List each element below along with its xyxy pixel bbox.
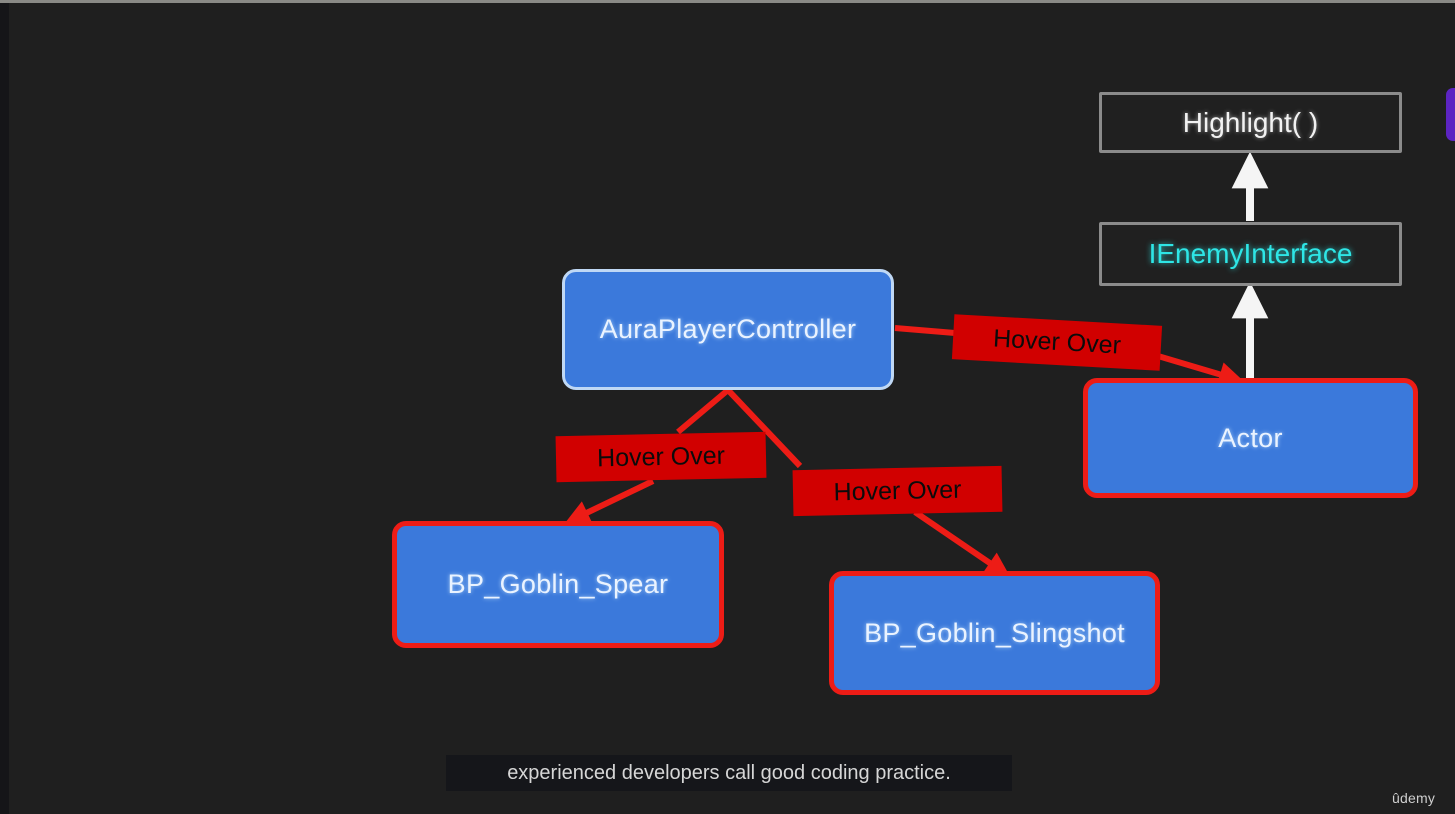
video-progress-bar[interactable] (0, 0, 1455, 3)
right-purple-tab[interactable] (1446, 88, 1455, 141)
edge-label-hover-over-slingshot: Hover Over (792, 465, 1003, 517)
edge-label-hover-over-spear: Hover Over (555, 431, 767, 483)
edge-label-hover-over-actor: Hover Over (951, 314, 1163, 371)
udemy-logo: ûdemy (1392, 790, 1436, 806)
left-edge-strip (0, 3, 9, 814)
node-highlight-method[interactable]: Highlight( ) (1099, 92, 1402, 153)
subtitle-caption: experienced developers call good coding … (446, 755, 1012, 791)
node-bp-goblin-spear[interactable]: BP_Goblin_Spear (392, 521, 724, 648)
node-actor[interactable]: Actor (1083, 378, 1418, 498)
node-ienemyinterface[interactable]: IEnemyInterface (1099, 222, 1402, 286)
node-auraplayercontroller[interactable]: AuraPlayerController (562, 269, 894, 390)
node-bp-goblin-slingshot[interactable]: BP_Goblin_Slingshot (829, 571, 1160, 695)
